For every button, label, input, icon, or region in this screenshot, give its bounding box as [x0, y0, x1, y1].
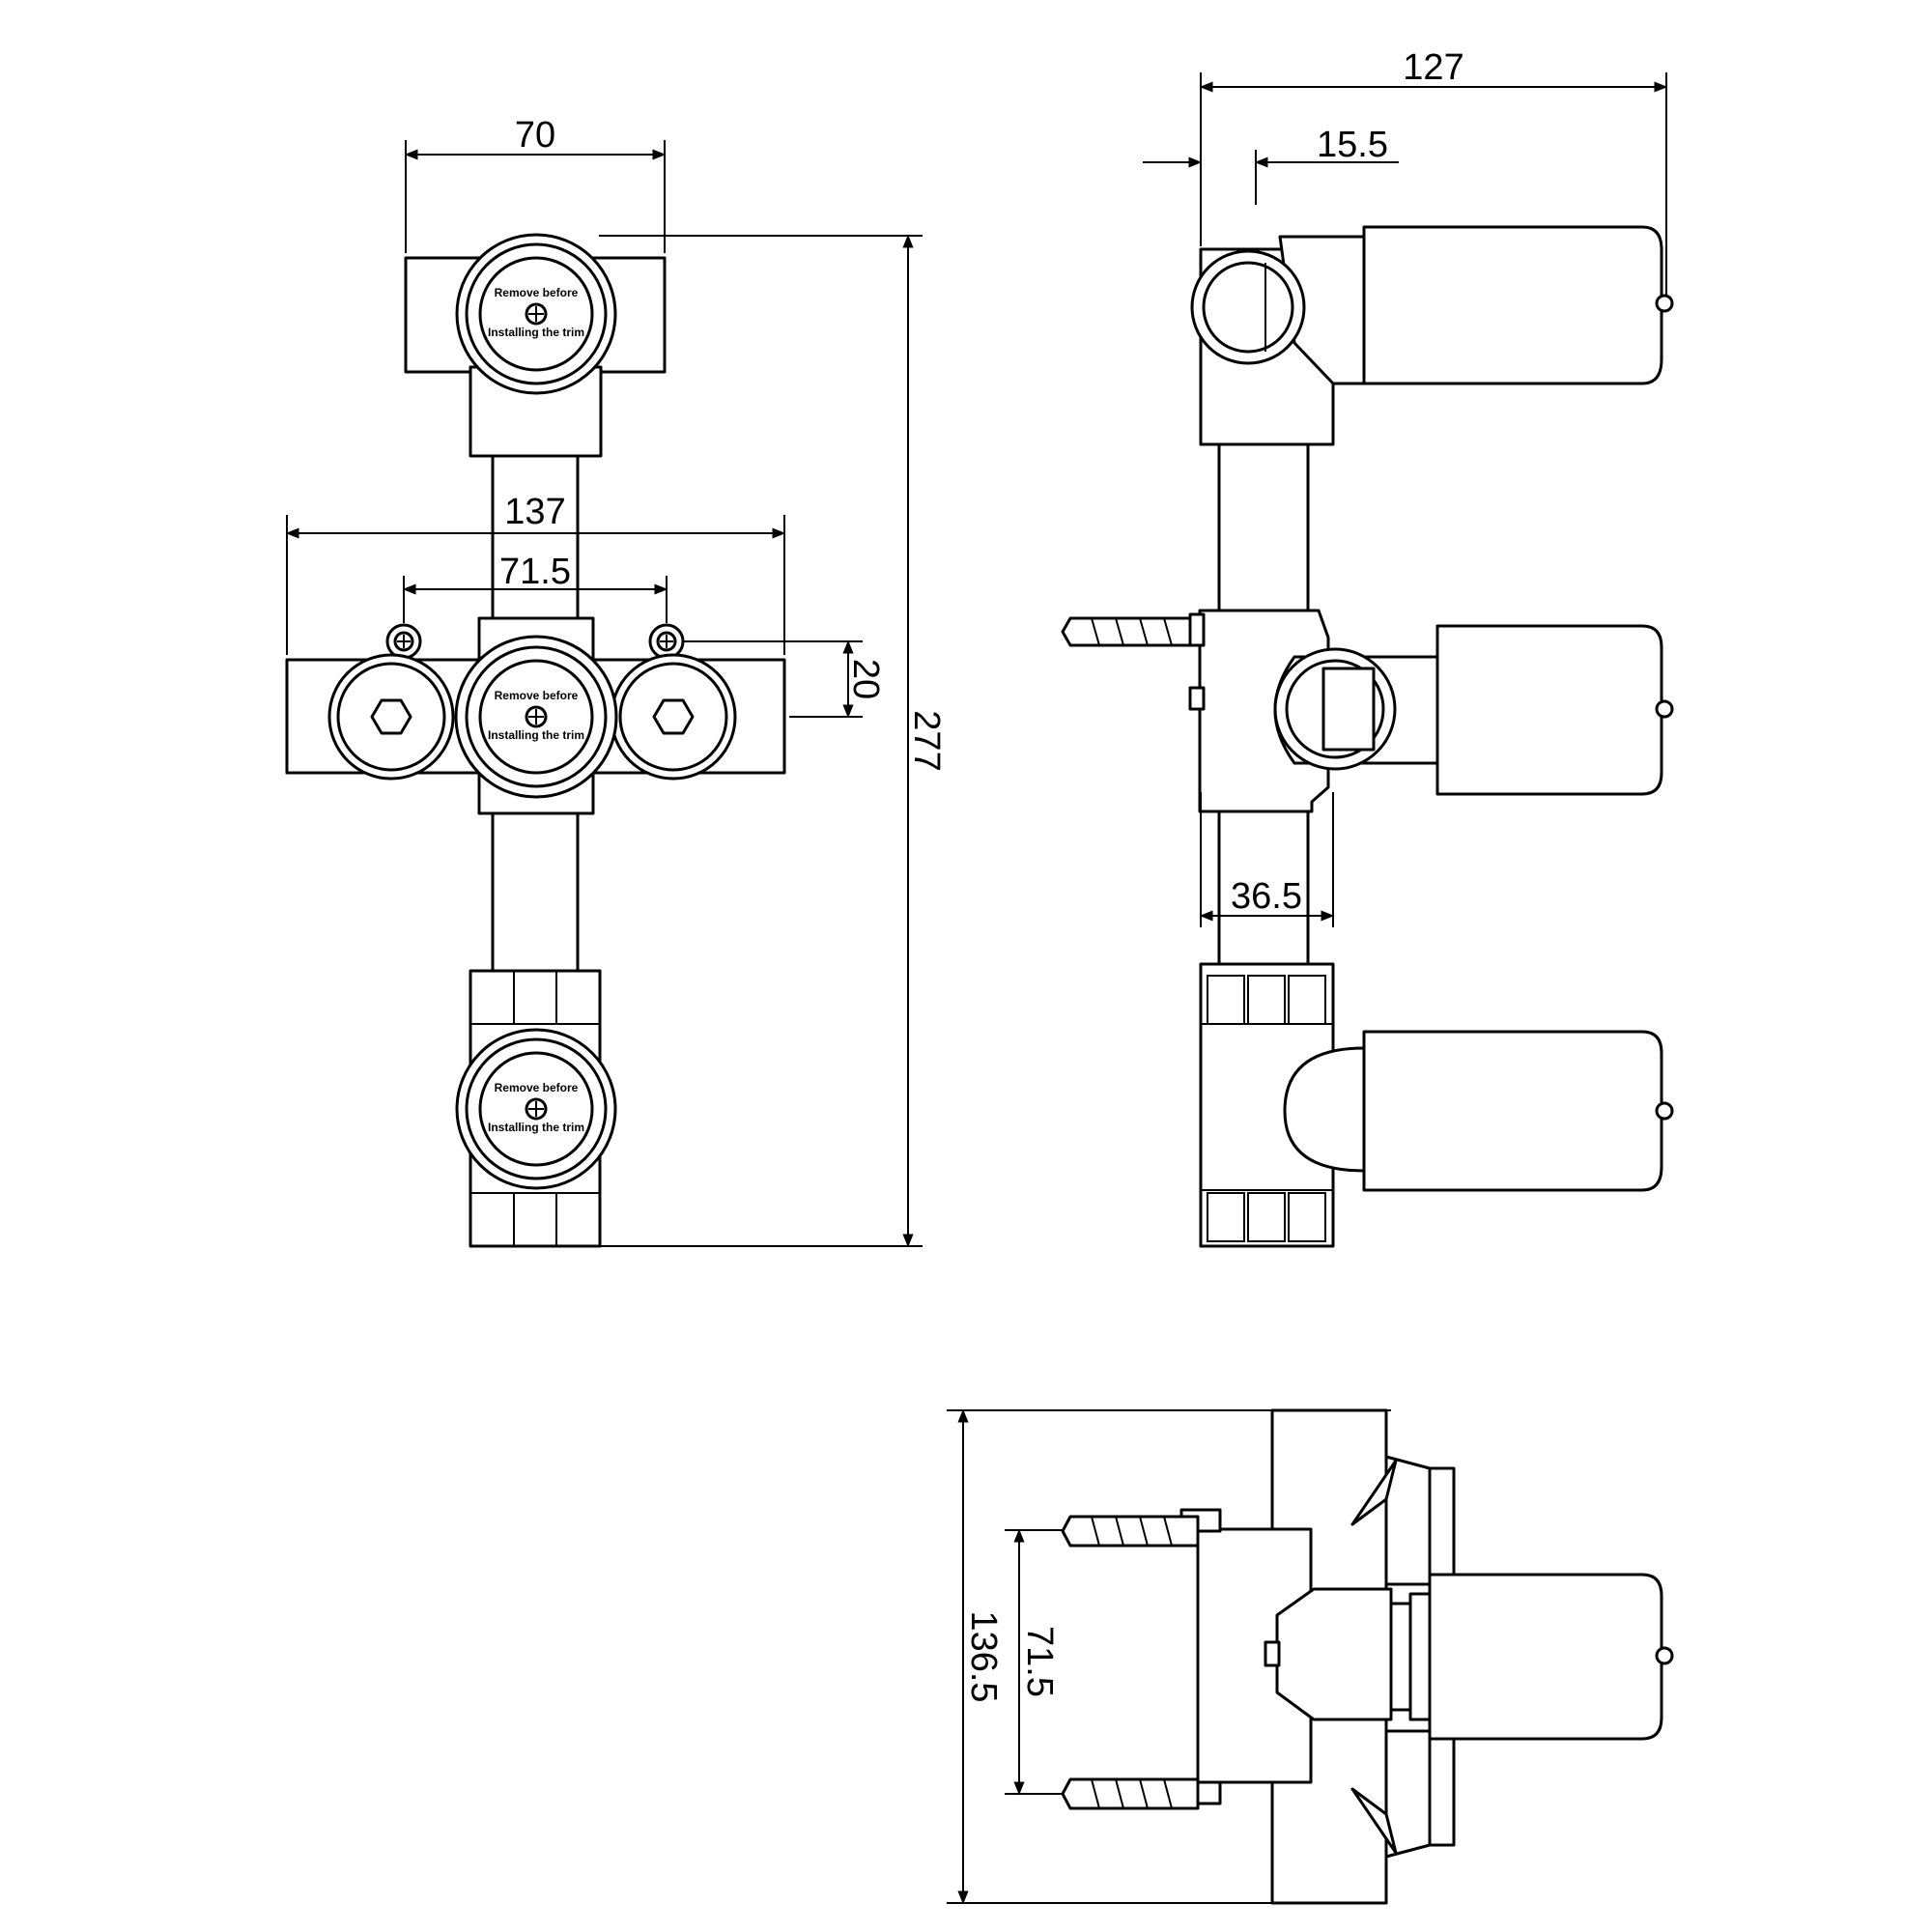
- dim-137-label: 137: [504, 492, 565, 532]
- dim-127-label: 127: [1403, 47, 1463, 88]
- side-top-valve: [1190, 225, 1674, 612]
- dim-36-5-label: 36.5: [1231, 876, 1302, 917]
- cap-text-bottom-2: Installing the trim: [488, 1121, 584, 1134]
- cap-text-mid-1: Remove before: [495, 689, 579, 702]
- front-bottom-valve: Remove before Installing the trim: [455, 811, 617, 1248]
- side-bottom-valve: [1199, 962, 1674, 1248]
- dim-70-label: 70: [515, 115, 555, 156]
- dim-20-label: 20: [845, 659, 886, 699]
- dim-277: 277: [599, 234, 947, 1248]
- cap-text-top-2: Installing the trim: [488, 326, 584, 339]
- dim-20: 20: [683, 639, 886, 719]
- side-view: 127 15.5 36.5: [1061, 47, 1674, 1248]
- dim-136-5-label: 136.5: [963, 1610, 1004, 1702]
- dim-71-5-front-label: 71.5: [499, 552, 571, 592]
- dim-71-5-plan-label: 71.5: [1019, 1626, 1060, 1697]
- cap-text-top-1: Remove before: [495, 286, 579, 299]
- dim-71-5-front: 71.5: [402, 552, 668, 623]
- plan-view: 136.5 71.5: [947, 1408, 1674, 1905]
- dim-136-5: 136.5: [947, 1408, 1391, 1905]
- dim-71-5-plan: 71.5: [1005, 1528, 1063, 1796]
- front-middle-valve: Remove before Installing the trim: [285, 616, 786, 815]
- dim-70: 70: [404, 115, 667, 253]
- front-view: Remove before Installing the trim: [285, 115, 947, 1248]
- dim-36-5: 36.5: [1199, 792, 1335, 927]
- side-middle-valve: [1061, 609, 1674, 966]
- dim-127: 127: [1199, 47, 1668, 295]
- dim-15-5: 15.5: [1143, 125, 1399, 205]
- cap-text-bottom-1: Remove before: [495, 1081, 579, 1094]
- dim-15-5-label: 15.5: [1317, 125, 1388, 165]
- dim-137: 137: [285, 492, 786, 655]
- cap-text-mid-2: Installing the trim: [488, 728, 584, 742]
- dim-277-label: 277: [906, 710, 947, 771]
